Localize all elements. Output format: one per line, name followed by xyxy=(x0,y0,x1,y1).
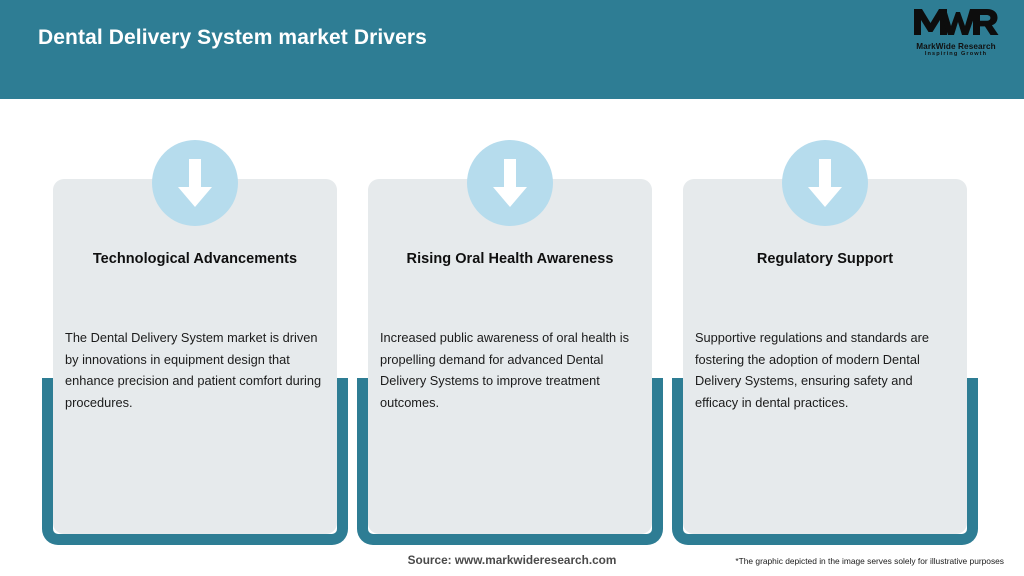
logo-company-name: MarkWide Research xyxy=(916,42,996,51)
card-panel xyxy=(683,179,967,534)
card-accent-bracket xyxy=(357,378,663,545)
card-accent-bracket xyxy=(672,378,978,545)
drivers-card-list: Technological Advancements The Dental De… xyxy=(0,99,1024,545)
card-accent-bracket xyxy=(42,378,348,545)
driver-card-1: Technological Advancements The Dental De… xyxy=(42,99,348,545)
card-panel xyxy=(53,179,337,534)
arrow-down-circle-icon xyxy=(152,140,238,226)
card-title: Technological Advancements xyxy=(92,251,298,267)
page-title: Dental Delivery System market Drivers xyxy=(38,26,427,49)
driver-card-3: Regulatory Support Supportive regulation… xyxy=(672,99,978,545)
brand-logo: MarkWide Research Inspiring Growth xyxy=(902,8,1010,57)
card-title: Regulatory Support xyxy=(756,251,894,267)
driver-card-2: Rising Oral Health Awareness Increased p… xyxy=(357,99,663,545)
arrow-down-circle-icon xyxy=(467,140,553,226)
card-title: Rising Oral Health Awareness xyxy=(406,251,614,267)
mwr-monogram-icon xyxy=(913,8,999,41)
card-body-text: The Dental Delivery System market is dri… xyxy=(65,330,322,410)
card-body-text: Increased public awareness of oral healt… xyxy=(380,330,629,410)
source-label: Source: www.markwideresearch.com xyxy=(407,553,617,567)
card-panel xyxy=(368,179,652,534)
card-body-text: Supportive regulations and standards are… xyxy=(695,330,930,410)
disclaimer-label: *The graphic depicted in the image serve… xyxy=(735,556,1004,566)
arrow-down-circle-icon xyxy=(782,140,868,226)
header-bar xyxy=(0,0,1024,99)
logo-tagline: Inspiring Growth xyxy=(924,51,988,57)
